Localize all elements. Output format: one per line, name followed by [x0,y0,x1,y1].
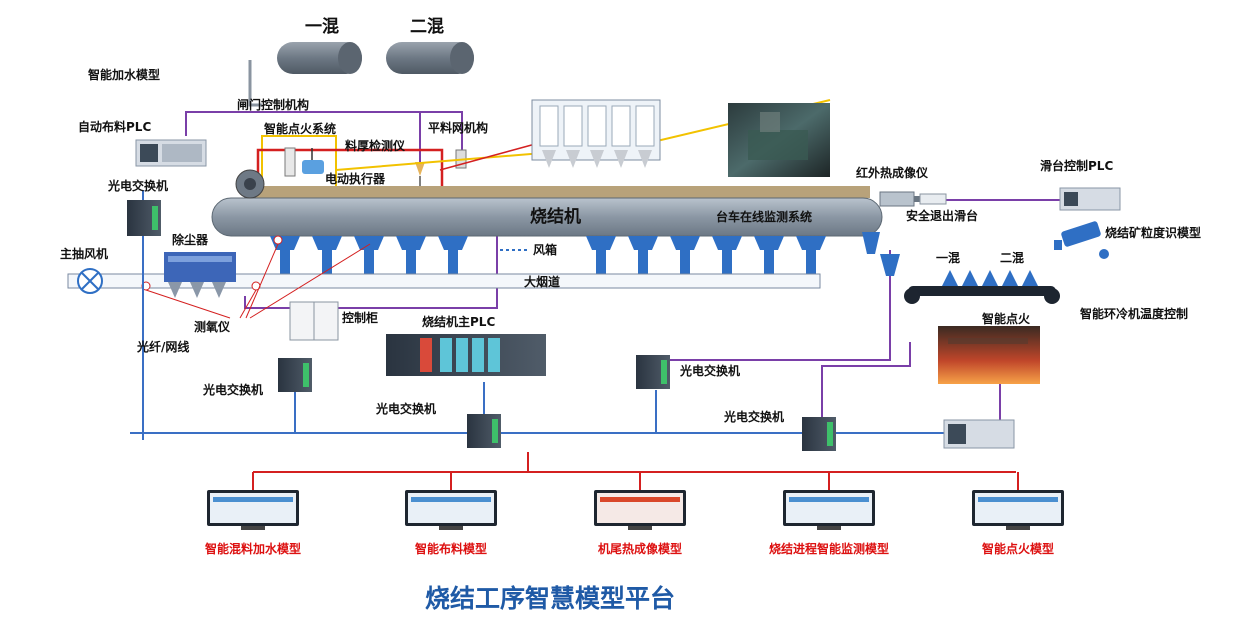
workstation-label: 智能点火模型 [981,541,1054,556]
workstation[interactable]: 智能布料模型 [405,472,497,556]
fiber-switch-left-label: 光电交换机 [107,178,168,193]
oxygen-meter-label: 测氧仪 [194,319,231,334]
monitor-stand [628,526,652,530]
workstation-label: 烧结进程智能监测模型 [769,541,889,556]
slide-plc-label: 滑台控制PLC [1040,158,1113,173]
main-plc [386,334,546,376]
ignition-device [284,147,324,177]
wind-box-row [270,236,826,274]
wind-box [712,236,742,274]
mixer-drum-second [386,42,474,74]
workstation[interactable]: 烧结进程智能监测模型 [769,472,889,556]
gate-mechanism-label: 闸门控制机构 [237,97,309,112]
fiber-switch-left [127,200,161,236]
slide-plc-device [1059,187,1121,211]
fiber-network-label: 光纤/网线 [136,339,189,354]
granularity-camera-icon [1054,221,1109,259]
fiber-switch-mid-left-label: 光电交换机 [202,382,263,397]
control-cabinet [289,301,339,341]
plant-photo [728,103,830,177]
fiber-switch-bottom [467,414,501,448]
granularity-model-label: 烧结矿粒度识模型 [1105,225,1201,240]
dust-collector-label: 除尘器 [172,232,209,247]
leveling-mechanism-label: 平料网机构 [428,120,488,135]
workstation[interactable]: 智能混料加水模型 [204,472,301,556]
fiber-switch-bottom-label: 光电交换机 [375,401,436,416]
wind-box [586,236,616,274]
main-fan [77,268,103,294]
workstation-label: 智能布料模型 [414,541,487,556]
ring-cooler [904,270,1060,304]
wind-box [754,236,784,274]
feeder-grid-icon [531,99,661,168]
main-plc-label: 烧结机主PLC [422,314,495,329]
fiber-switch-mid-left [278,358,312,392]
wind-box [312,236,342,274]
wind-box [628,236,658,274]
right-plc-device [943,419,1015,449]
wind-box [438,236,468,274]
fiber-switch-mid-right [636,355,670,389]
cooler-temp-control-label: 智能环冷机温度控制 [1079,306,1188,321]
sinter-machine-label: 烧结机 [530,206,581,227]
screen-header-bar [789,497,869,502]
monitor-stand [241,526,265,530]
mixer-first-label: 一混 [305,17,339,37]
workstation[interactable]: 智能点火模型 [972,472,1064,556]
thickness-sensor-icon [415,162,425,190]
auto-feed-plc [135,139,207,167]
drum-chute [248,60,262,107]
ignition-system-label: 智能点火系统 [263,121,336,136]
wind-box [796,236,826,274]
platform-title: 烧结工序智慧模型平台 [425,584,675,613]
trolley-monitor-label: 台车在线监测系统 [716,209,812,224]
sinter-machine [211,169,883,237]
fiber-switch-mid-right-label: 光电交换机 [679,363,740,378]
workstation-row: 智能混料加水模型 智能布料模型 机尾热成像模型 烧结进程智能监测模型 智能点火模型 [204,472,1064,556]
dust-collector [164,252,236,298]
screen-header-bar [978,497,1058,502]
thickness-detect-label: 料厚检测仪 [345,138,406,153]
infrared-camera-label: 红外热成像仪 [856,165,929,180]
screen-header-bar [411,497,491,502]
fire-photo [938,326,1040,384]
smart-ignition-label: 智能点火 [981,311,1031,326]
fiber-switch-right [802,417,836,451]
workstation-label: 机尾热成像模型 [598,541,682,556]
flue-label: 大烟道 [524,274,560,289]
wind-box [670,236,700,274]
workstation-bus [253,452,1016,473]
mixer-drum-first [277,42,362,74]
wind-box [396,236,426,274]
water-model-label: 智能加水模型 [87,67,160,82]
wind-box-label: 风箱 [533,242,557,257]
discharge-chute [862,232,900,276]
monitor-stand [817,526,841,530]
wind-box [354,236,384,274]
mixer-second-label: 二混 [410,17,444,37]
screen-header-bar [600,497,680,502]
safe-exit-label: 安全退出滑台 [906,208,978,223]
control-cabinet-label: 控制柜 [342,310,378,325]
fiber-switch-right-label: 光电交换机 [723,409,784,424]
auto-feed-plc-label: 自动布料PLC [78,119,151,134]
safe-exit-slide [919,193,947,205]
cooler-first-label: 一混 [936,250,960,265]
monitor-stand [1006,526,1030,530]
monitor-stand [439,526,463,530]
infrared-camera-icon [879,191,922,207]
workstation-label: 智能混料加水模型 [204,541,301,556]
main-fan-label: 主抽风机 [60,246,108,261]
screen-header-bar [213,497,293,502]
electric-actuator-label: 电动执行器 [325,171,386,186]
oxygen-meter-lines [145,243,371,319]
workstation[interactable]: 机尾热成像模型 [594,472,686,556]
cooler-second-label: 二混 [1000,250,1024,265]
